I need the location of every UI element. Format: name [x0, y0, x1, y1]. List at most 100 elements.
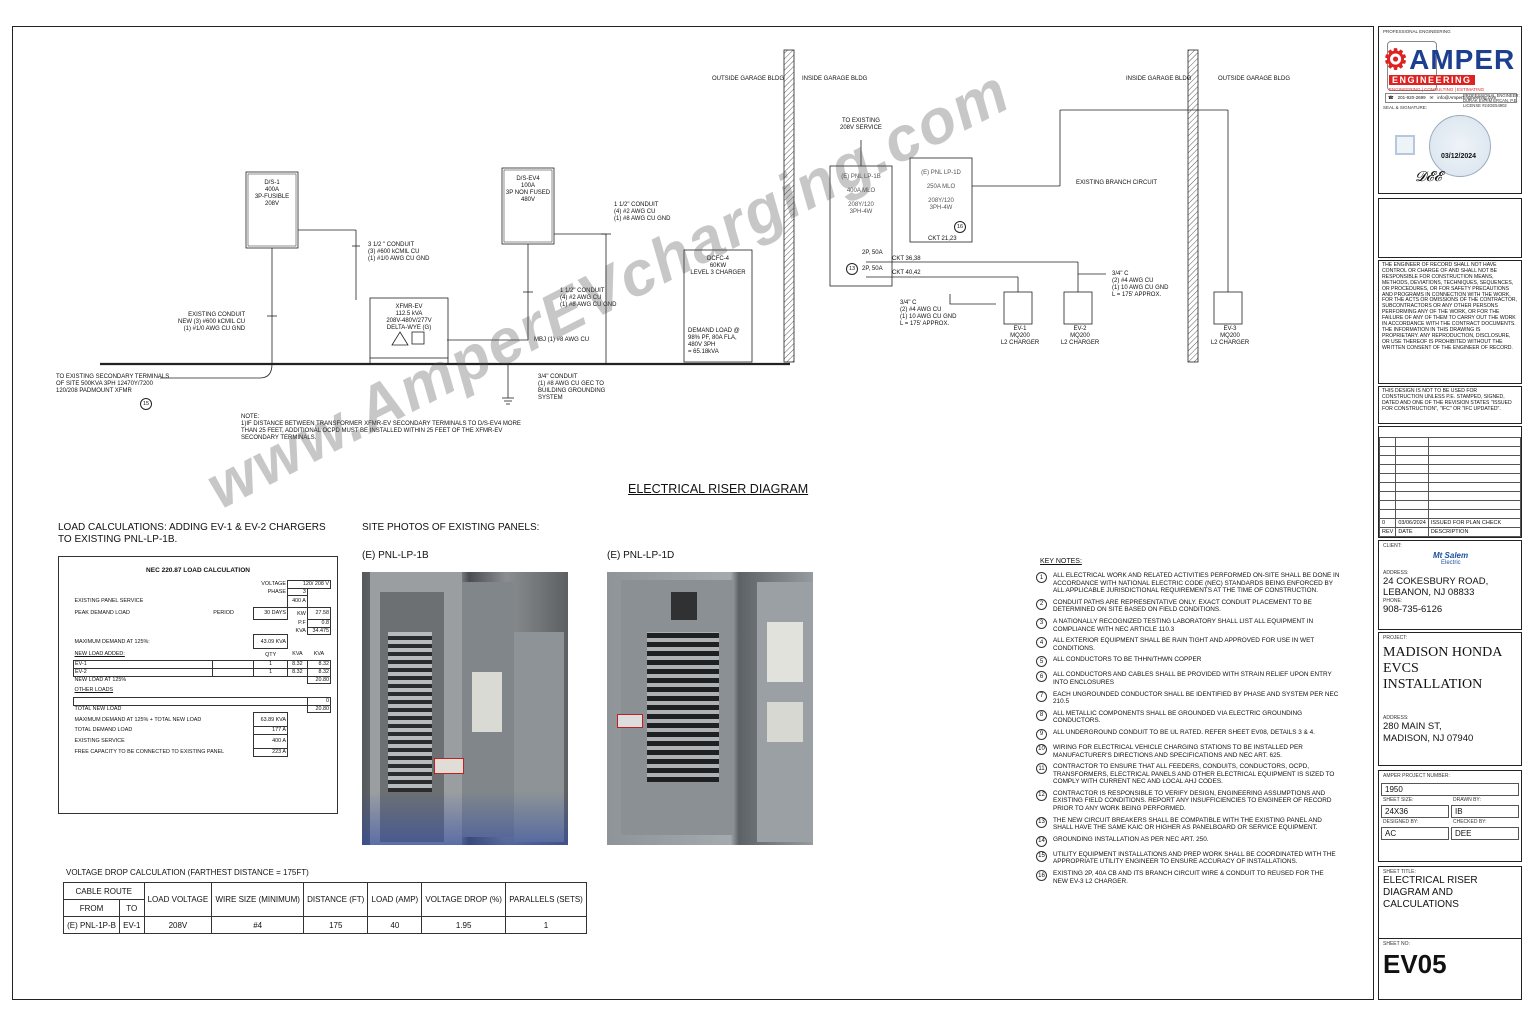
breaker-1: 2P, 50A — [862, 250, 883, 256]
xfmr-box — [369, 297, 449, 359]
vd-load-voltage: LOAD VOLTAGE — [143, 882, 213, 917]
vd-parallels: PARALLELS (SETS) — [505, 882, 587, 917]
sheet-title-label: SHEET TITLE: — [1383, 869, 1416, 875]
period-label: PERIOD — [213, 610, 234, 617]
dcfc-box — [683, 249, 753, 363]
vd-voltage-drop: VOLTAGE DROP (%) — [421, 882, 507, 917]
key-note-number: 14 — [1036, 835, 1047, 847]
project-address-label: ADDRESS: — [1383, 715, 1409, 721]
proj-num: 1950 — [1381, 783, 1519, 796]
sheet-size: 24X36 — [1381, 805, 1449, 818]
other-label: OTHER LOADS — [74, 687, 114, 694]
ev1-qty: 1 — [253, 660, 288, 669]
key-note-text: WIRING FOR ELECTRICAL VEHICLE CHARGING S… — [1053, 743, 1303, 759]
photo-panel-lp1d — [607, 572, 813, 845]
label-to-existing: TO EXISTING 208V SERVICE — [840, 118, 882, 131]
ckt-21-23: CKT 21,23 — [928, 236, 957, 242]
vd-row-dist: 175 — [303, 916, 369, 934]
kva-header: KVA — [292, 651, 303, 658]
client-phone: 908-735-6126 — [1383, 604, 1443, 615]
key-note-text: THE NEW CIRCUIT BREAKERS SHALL BE COMPAT… — [1053, 816, 1322, 832]
lp1b-label: (E) PNL LP-1B 400A MLO 208Y/120 3PH-4W — [841, 174, 881, 215]
tag-15: 15 — [140, 398, 152, 410]
ev2-label: EV-2 MQ200 L2 CHARGER — [1060, 326, 1100, 346]
pe-label: PROFESSIONAL ENGINEERING — [1383, 29, 1451, 34]
vd-row-par: 1 — [505, 916, 587, 934]
tb-client: CLIENT: Mt Salem Electric ADDRESS: 24 CO… — [1378, 540, 1522, 630]
conduit-label-1: 3 1/2 " CONDUIT (3) #600 kCMIL CU (1) #1… — [368, 242, 430, 262]
key-note-number: 10 — [1036, 743, 1047, 755]
dcfc-label: DCFC-4 60KW LEVEL 3 CHARGER — [690, 256, 746, 276]
ev1-label: EV-1 MQ200 L2 CHARGER — [1000, 326, 1040, 346]
vd-row-wire: #4 — [211, 916, 305, 934]
breaker-2: 2P, 50A — [862, 266, 883, 272]
mail-icon: ✉ — [1429, 95, 1434, 100]
key-note-number: 4 — [1036, 637, 1047, 649]
stamp-logo-icon — [1395, 135, 1415, 155]
ev3-label: EV-3 MQ200 L2 CHARGER — [1210, 326, 1250, 346]
demand-label: DEMAND LOAD @ 98% PF, 80A FLA, 480V 3PH … — [688, 328, 740, 355]
drawn-label: DRAWN BY: — [1453, 797, 1481, 803]
existing-branch-label: EXISTING BRANCH CIRCUIT — [1076, 180, 1158, 186]
pf-label: P.F — [298, 620, 306, 627]
key-note-text: ALL UNDERGROUND CONDUIT TO BE UL RATED. … — [1053, 728, 1315, 736]
key-note-text: EXISTING 2P, 40A CB AND ITS BRANCH CIRCU… — [1053, 870, 1324, 885]
ev2-qty: 1 — [253, 667, 288, 677]
key-notes-heading: KEY NOTES: — [1040, 558, 1082, 565]
kva-header-2: KVA — [313, 651, 325, 658]
exist-service-value: 400 A — [253, 733, 288, 749]
xfmr-label: XFMR-EV 112.5 kVA 208V-480V/277V DELTA-W… — [386, 304, 432, 331]
key-note-number: 8 — [1036, 709, 1047, 721]
key-note-text: ALL ELECTRICAL WORK AND RELATED ACTIVITI… — [1053, 572, 1340, 595]
tb-sheet-no: SHEET NO: EV05 — [1378, 938, 1522, 1000]
lp1d-label: (E) PNL LP-1D 250A MLO 208Y/120 3PH-4W — [921, 170, 961, 211]
client-address: 24 COKESBURY ROAD, LEBANON, NJ 08833 — [1383, 576, 1489, 598]
vd-load-amp: LOAD (AMP) — [367, 882, 423, 917]
vd-row-to: EV-1 — [119, 916, 145, 934]
existing-conduit-label: EXISTING CONDUIT NEW (3) #600 kCMIL CU (… — [178, 312, 246, 332]
newload125-label: NEW LOAD AT 125% — [74, 676, 127, 683]
list-item: 1 ALL ELECTRICAL WORK AND RELATED ACTIVIT… — [1036, 572, 1340, 595]
vd-to: TO — [119, 899, 145, 917]
key-note-number: 1 — [1036, 572, 1047, 583]
total-demand-value: 177 A — [253, 726, 288, 735]
engineer-email: info@AmperEngineering.com — [1437, 95, 1497, 100]
photo-1-caption: (E) PNL-LP-1B — [362, 550, 429, 561]
pf-value: 0.8 — [306, 619, 332, 628]
project-name: MADISON HONDA EVCS INSTALLATION — [1383, 645, 1502, 692]
vd-from: FROM — [62, 899, 121, 917]
tag-13: 13 — [846, 263, 858, 275]
tb-engineer: PROFESSIONAL ENGINEERING ⚙AMPER ENGINEER… — [1378, 26, 1522, 194]
total-demand-label: TOTAL DEMAND LOAD — [74, 727, 133, 734]
garage-wall-left — [783, 49, 795, 363]
drawing-sheet — [12, 26, 1374, 1000]
checked-label: CHECKED BY: — [1453, 819, 1487, 825]
ckt-36-38: CKT 36,38 — [892, 256, 921, 262]
rev-desc-header: DESCRIPTION — [1427, 527, 1522, 537]
voltage-value: 120/ 208 V — [286, 580, 332, 589]
key-note-number: 3 — [1036, 617, 1047, 629]
ev2-box — [1063, 291, 1093, 325]
ev1-box — [1003, 291, 1033, 325]
client-label: CLIENT: — [1383, 543, 1402, 549]
vd-row-voltage: 208V — [143, 916, 213, 934]
sheet-size-label: SHEET SIZE: — [1383, 797, 1414, 803]
project-address: 280 MAIN ST, MADISON, NJ 07940 — [1383, 721, 1474, 744]
max125-label: MAXIMUM DEMAND AT 125%: — [74, 638, 150, 645]
vdrop-heading: VOLTAGE DROP CALCULATION (FARTHEST DISTA… — [66, 868, 309, 877]
project-label: PROJECT: — [1383, 635, 1408, 641]
garage-wall-right — [1187, 49, 1199, 363]
designed-by: AC — [1381, 827, 1449, 840]
kw-value: 27.58 — [306, 607, 332, 621]
